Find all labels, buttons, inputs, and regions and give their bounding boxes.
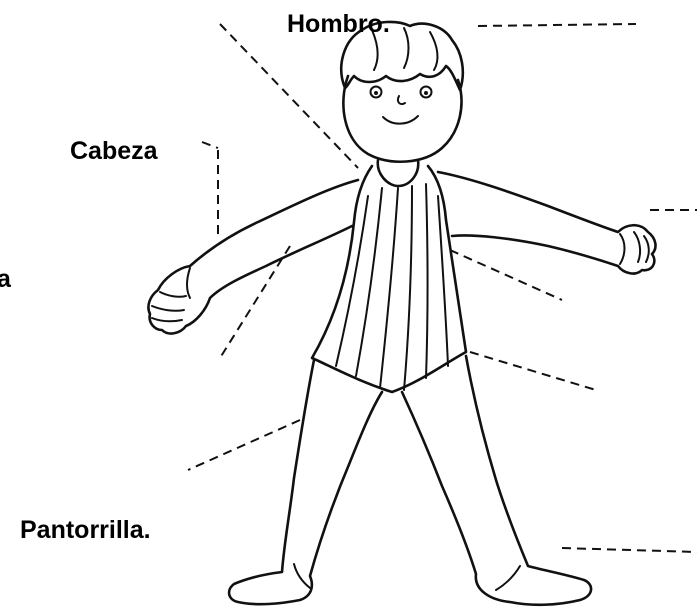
leader-line-foot xyxy=(562,548,697,552)
leader-line-elbow xyxy=(450,250,562,300)
right-hand xyxy=(620,232,649,264)
leader-line-cabeza xyxy=(202,142,218,148)
leader-line-thigh xyxy=(188,420,300,470)
mouth xyxy=(383,116,418,124)
nose xyxy=(398,96,405,104)
swimsuit-stripes xyxy=(336,184,448,390)
head-outline xyxy=(343,76,461,162)
leader-line-forearm xyxy=(220,246,290,358)
leader-line-hombro-answer xyxy=(478,24,636,26)
label-partial-left: a xyxy=(0,267,11,292)
label-pantorrilla: Pantorrilla. xyxy=(20,518,151,543)
leader-lines xyxy=(188,24,697,552)
neck xyxy=(378,160,418,186)
leader-line-hip xyxy=(470,352,596,390)
left-leg xyxy=(229,360,382,604)
right-leg xyxy=(402,356,591,605)
label-cabeza: Cabeza xyxy=(70,139,158,164)
leader-line-shoulder-top xyxy=(220,24,358,168)
label-hombro: Hombro. xyxy=(287,12,390,37)
